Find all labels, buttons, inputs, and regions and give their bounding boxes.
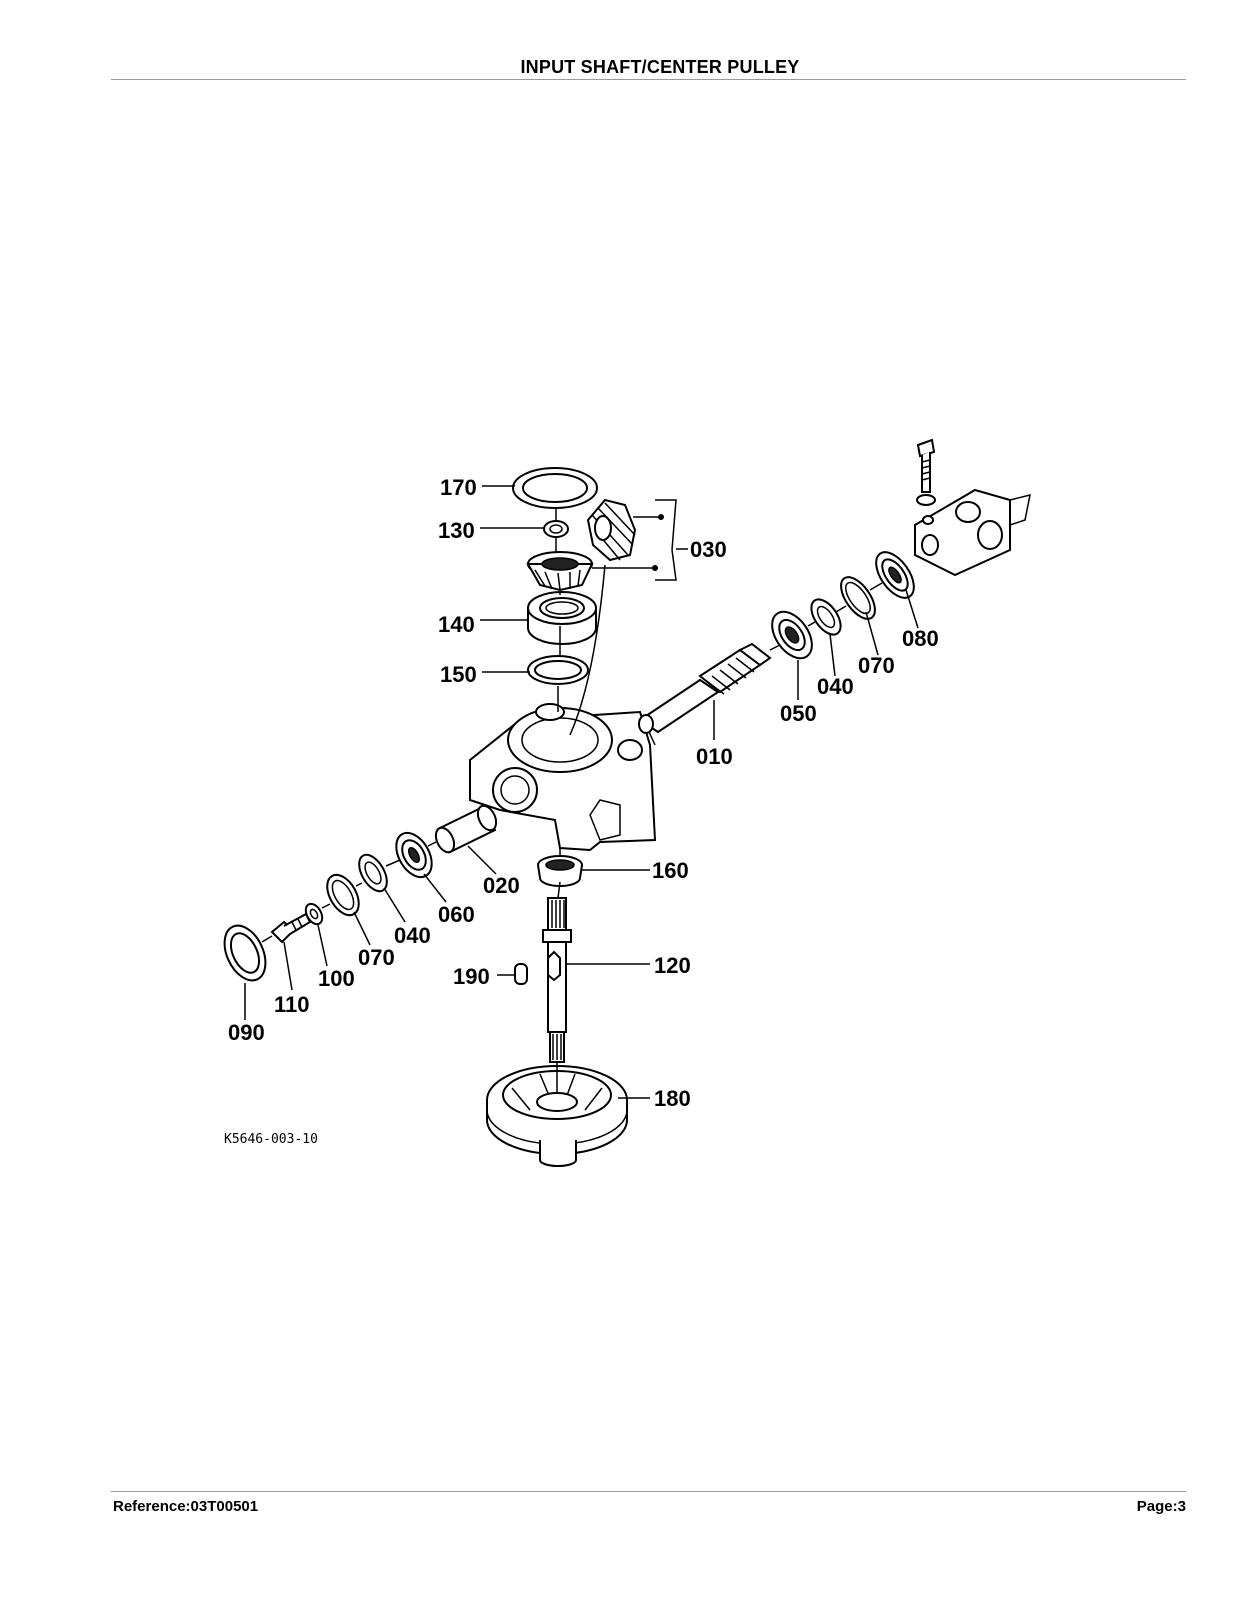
bevel-gear-small — [586, 498, 637, 562]
callout-100: 100 — [318, 966, 355, 991]
snap-ring-070-left — [326, 873, 360, 917]
oil-seal-160 — [537, 855, 583, 887]
collar-020 — [434, 804, 498, 854]
page-number: Page:3 — [1136, 1498, 1186, 1515]
callout-180: 180 — [654, 1086, 691, 1111]
reference-code: Reference:03T00501 — [113, 1498, 259, 1515]
ball-bearing-060 — [395, 831, 433, 879]
seal-090 — [223, 924, 267, 982]
callout-070-right: 070 — [858, 653, 895, 678]
callout-020: 020 — [483, 873, 520, 898]
pulley-180 — [486, 1065, 628, 1167]
washer-040-right — [810, 598, 842, 636]
bevel-gear-large — [526, 551, 594, 592]
washer-040-left — [358, 853, 388, 893]
callout-140: 140 — [438, 612, 475, 637]
callout-130: 130 — [438, 518, 475, 543]
callout-050: 050 — [780, 701, 817, 726]
callout-090: 090 — [228, 1020, 265, 1045]
callout-040-left: 040 — [394, 923, 431, 948]
key-190 — [514, 963, 528, 985]
input-shaft-010 — [638, 642, 772, 734]
ball-bearing-140 — [527, 591, 597, 645]
callout-170: 170 — [440, 475, 477, 500]
callout-060: 060 — [438, 902, 475, 927]
gearbox-housing — [469, 703, 657, 852]
ball-bearing-080 — [875, 551, 915, 599]
snap-ring-070-right — [840, 576, 876, 620]
callout-030: 030 — [690, 537, 727, 562]
header-divider — [111, 79, 1186, 80]
callout-160: 160 — [652, 858, 689, 883]
footer-divider — [111, 1491, 1186, 1492]
callout-010: 010 — [696, 744, 733, 769]
callout-190: 190 — [453, 964, 490, 989]
yoke-assembly — [914, 488, 1031, 577]
callout-080: 080 — [902, 626, 939, 651]
collar-130 — [543, 520, 569, 538]
callout-040-right: 040 — [817, 674, 854, 699]
callout-110: 110 — [274, 992, 310, 1017]
callout-150: 150 — [440, 662, 477, 687]
snap-ring-150 — [527, 655, 589, 685]
callout-120: 120 — [654, 953, 691, 978]
output-shaft-120 — [542, 897, 572, 1063]
figure-code: K5646-003-10 — [224, 1132, 318, 1147]
page-title: INPUT SHAFT/CENTER PULLEY — [520, 57, 800, 77]
bolt-and-washer — [916, 438, 936, 506]
ball-bearing-050 — [771, 610, 813, 660]
seal-170 — [512, 467, 598, 509]
bolt-110 — [270, 912, 312, 944]
callout-070-left: 070 — [358, 945, 395, 970]
